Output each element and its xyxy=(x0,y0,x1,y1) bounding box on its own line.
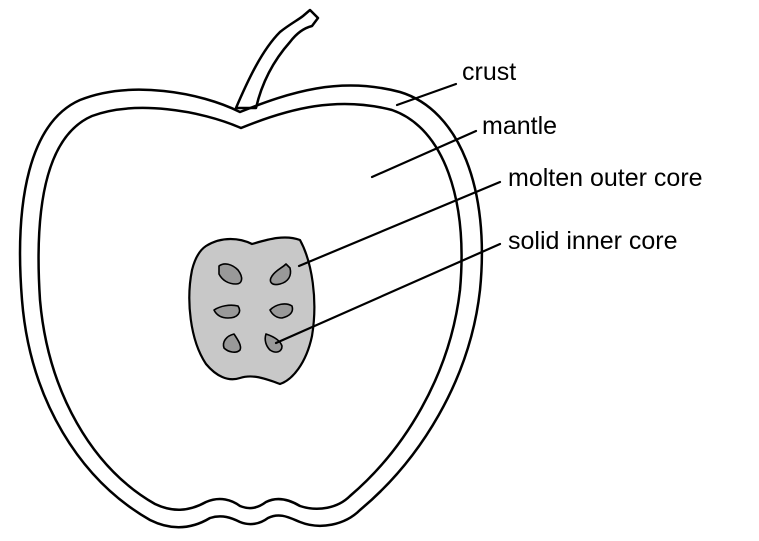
leader-line-mantle xyxy=(372,131,476,177)
apple-stem xyxy=(236,10,318,108)
leader-line-molten-outer-core xyxy=(299,182,500,266)
molten-outer-core xyxy=(189,237,314,384)
label-crust: crust xyxy=(462,58,516,86)
label-molten-outer-core: molten outer core xyxy=(508,164,703,192)
label-mantle: mantle xyxy=(482,112,557,140)
label-solid-inner-core: solid inner core xyxy=(508,227,678,255)
